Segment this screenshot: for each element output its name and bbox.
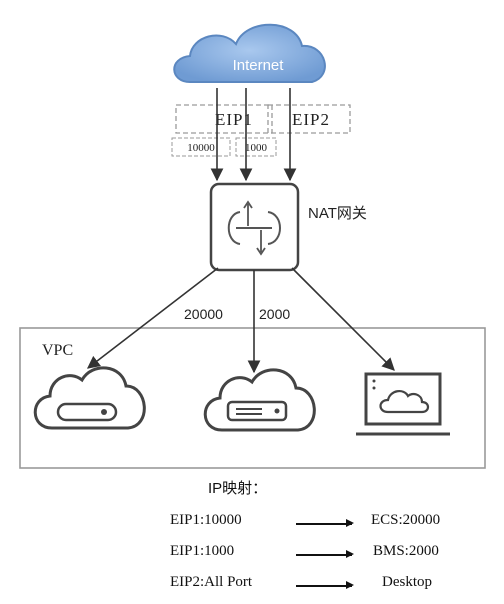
- vpc-label: VPC: [42, 342, 73, 359]
- nat-gateway-icon: [209, 182, 300, 272]
- eip2-box: [267, 104, 351, 134]
- port-1000-box: [235, 137, 277, 157]
- link-label-2000: 2000: [259, 306, 290, 322]
- arrow-to-ecs: [86, 267, 219, 369]
- desktop-icon: [356, 372, 450, 436]
- port-10000-label: 10000: [187, 142, 215, 154]
- port-1000-label: 1000: [245, 142, 268, 154]
- eip1-box: [175, 104, 273, 134]
- nat-gateway-label: NAT网关: [308, 205, 367, 222]
- link-label-20000: 20000: [184, 306, 223, 322]
- eip1-label: EIP1: [215, 110, 253, 129]
- vpc-container: [19, 327, 486, 469]
- internet-cloud-icon: Internet: [173, 23, 326, 83]
- eip2-label: EIP2: [292, 110, 330, 129]
- internet-label: Internet: [233, 57, 285, 74]
- arrow-to-desktop: [291, 267, 395, 371]
- port-10000-box: [171, 137, 231, 157]
- bms-server-icon: [203, 368, 316, 432]
- ecs-server-icon: [33, 366, 146, 430]
